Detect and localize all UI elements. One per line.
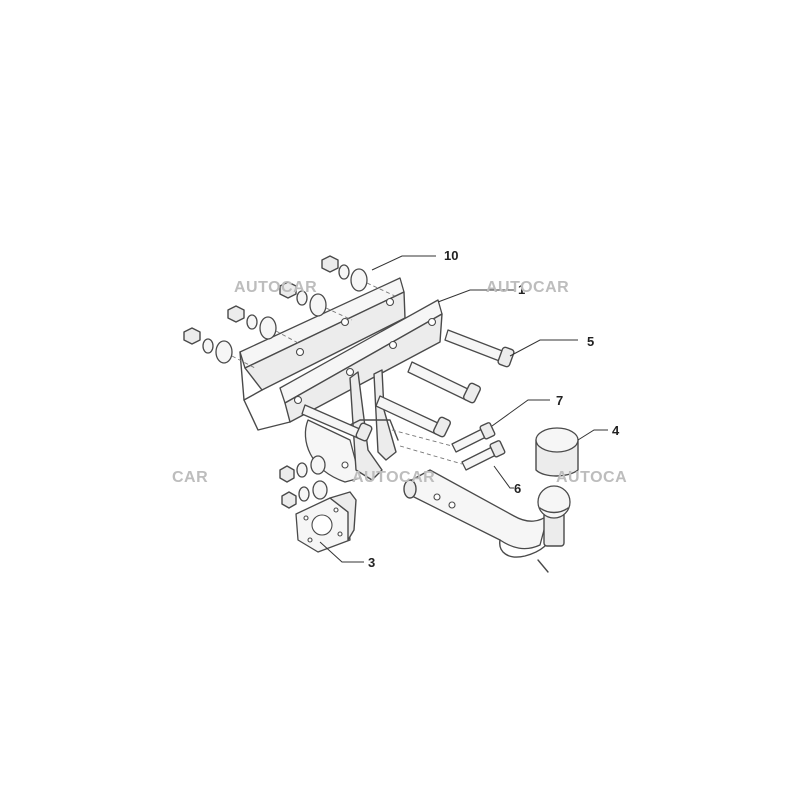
callout-1: 1 — [518, 282, 525, 297]
leader-lines — [319, 255, 608, 563]
callout-7: 7 — [556, 393, 563, 408]
towball-cap — [535, 427, 579, 477]
callout-5: 5 — [587, 334, 594, 349]
socket-plate — [295, 491, 357, 553]
watermark-autocar-1: AUTOCAR — [234, 279, 317, 296]
long-bolts — [301, 329, 515, 442]
nuts-and-washers-upper — [183, 255, 396, 369]
short-bolts — [391, 422, 506, 471]
watermark-autocar-2: AUTOCAR — [486, 279, 569, 296]
watermark-autoca: AUTOCA — [556, 469, 627, 486]
mounting-plate-rear — [239, 277, 406, 391]
callout-3: 3 — [368, 555, 375, 570]
watermark-car: CAR — [172, 469, 208, 486]
callout-10: 10 — [444, 248, 458, 263]
watermark-autocar-3: AUTOCAR — [352, 469, 435, 486]
mounting-plate-front — [239, 299, 443, 431]
callout-6: 6 — [514, 481, 521, 496]
nuts-and-washers-lower — [279, 455, 328, 509]
towball — [537, 485, 571, 547]
callout-4: 4 — [612, 423, 620, 438]
